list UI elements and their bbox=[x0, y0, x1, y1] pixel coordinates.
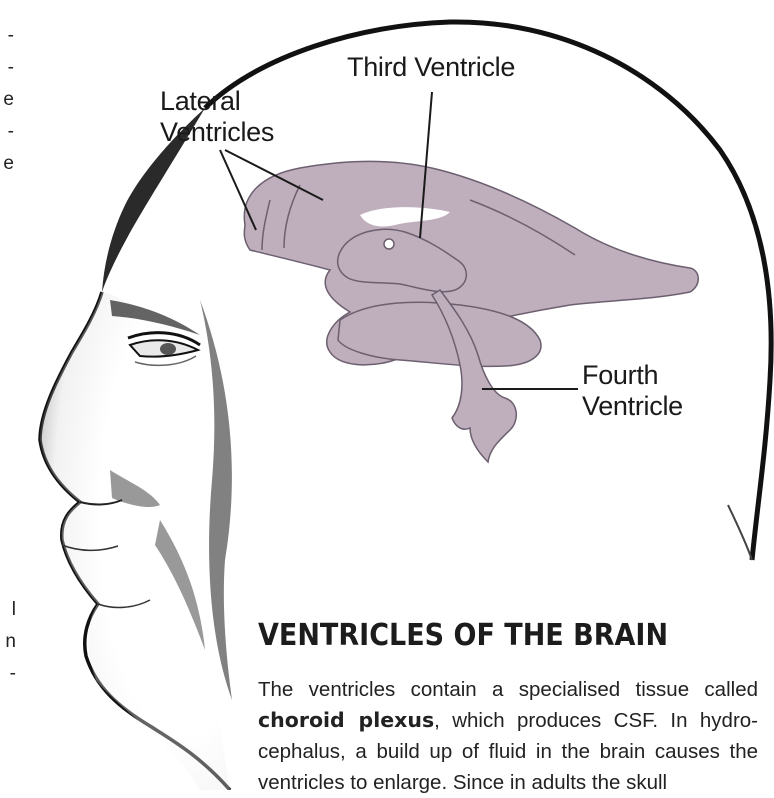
margin-char: - bbox=[0, 52, 14, 84]
label-fourth-line2: Ventricle bbox=[582, 391, 683, 422]
margin-char: - bbox=[0, 658, 16, 690]
body-text-part1: The ventricles contain a specialised tis… bbox=[258, 678, 758, 701]
section-body: The ventricles contain a specialised tis… bbox=[258, 674, 758, 798]
margin-char: - bbox=[0, 116, 14, 148]
margin-char: e bbox=[0, 148, 14, 180]
margin-fragment-bottom: l n - bbox=[0, 594, 16, 690]
section-heading: VENTRICLES OF THE BRAIN bbox=[258, 618, 708, 653]
margin-char: l bbox=[0, 594, 16, 626]
body-text-bold-term: choroid plexus bbox=[258, 708, 434, 732]
label-lateral-line1: Lateral bbox=[160, 86, 274, 117]
margin-char: n bbox=[0, 626, 16, 658]
label-lateral-line2: Ventricles bbox=[160, 117, 274, 148]
label-lateral-ventricles: Lateral Ventricles bbox=[160, 86, 274, 148]
label-fourth-ventricle: Fourth Ventricle bbox=[582, 360, 683, 422]
label-fourth-line1: Fourth bbox=[582, 360, 683, 391]
margin-char: - bbox=[0, 20, 14, 52]
margin-fragment-top: - - e - e bbox=[0, 20, 14, 180]
label-third-ventricle: Third Ventricle bbox=[347, 52, 515, 83]
margin-char: e bbox=[0, 84, 14, 116]
